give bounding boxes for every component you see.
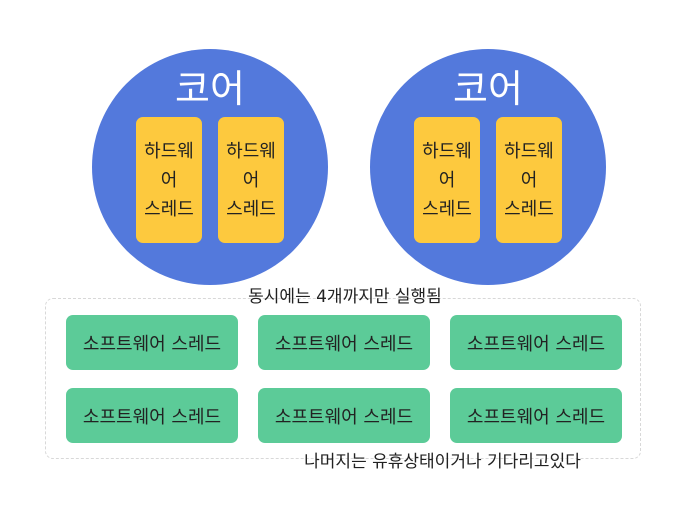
software-thread-2: 소프트웨어 스레드 <box>258 315 430 370</box>
software-thread-1: 소프트웨어 스레드 <box>66 315 238 370</box>
hardware-thread-label: 하드웨어 스레드 <box>504 140 554 220</box>
core-2-hardware-thread-2: 하드웨어 스레드 <box>496 117 562 243</box>
hardware-thread-label: 하드웨어 스레드 <box>226 140 276 220</box>
core-2-label: 코어 <box>453 67 523 111</box>
core-1: 코어 하드웨어 스레드 하드웨어 스레드 <box>92 49 328 285</box>
software-thread-3: 소프트웨어 스레드 <box>450 315 622 370</box>
software-thread-4: 소프트웨어 스레드 <box>66 388 238 443</box>
core-1-hardware-thread-1: 하드웨어 스레드 <box>136 117 202 243</box>
idle-caption: 나머지는 유휴상태이거나 기다리고있다 <box>304 452 581 472</box>
software-thread-6: 소프트웨어 스레드 <box>450 388 622 443</box>
hardware-thread-label: 하드웨어 스레드 <box>422 140 472 220</box>
core-1-hardware-thread-2: 하드웨어 스레드 <box>218 117 284 243</box>
core-2-hardware-thread-1: 하드웨어 스레드 <box>414 117 480 243</box>
core-2: 코어 하드웨어 스레드 하드웨어 스레드 <box>370 49 606 285</box>
software-thread-area <box>45 298 641 459</box>
hardware-thread-label: 하드웨어 스레드 <box>144 140 194 220</box>
core-1-label: 코어 <box>175 67 245 111</box>
software-thread-5: 소프트웨어 스레드 <box>258 388 430 443</box>
concurrency-caption: 동시에는 4개까지만 실행됨 <box>248 287 442 307</box>
